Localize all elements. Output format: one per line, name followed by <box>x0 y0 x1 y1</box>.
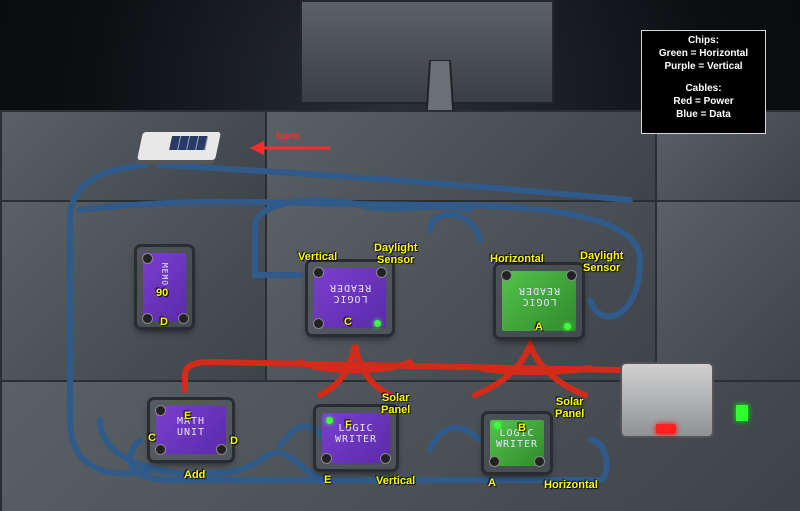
label-solar-panel-2: Solar Panel <box>555 396 585 420</box>
legend-chips-heading: Chips: <box>687 35 720 46</box>
label-math-e: E <box>184 410 192 422</box>
data-cable <box>252 227 303 278</box>
chip-pin <box>313 318 324 329</box>
status-led <box>564 323 571 330</box>
data-cable <box>251 197 473 233</box>
north-label: North <box>276 131 300 141</box>
legend-chips-purple: Purple = Vertical <box>664 61 743 72</box>
chip-pin <box>501 270 512 281</box>
wall-cell <box>0 200 269 384</box>
power-cable <box>297 359 413 374</box>
north-arrow-icon <box>250 141 330 155</box>
legend-cables-red: Red = Power <box>673 96 734 107</box>
power-cable <box>472 336 588 398</box>
data-cable <box>67 162 153 477</box>
label-writer-e: E <box>324 474 332 486</box>
legend-cables-heading: Cables: <box>685 83 722 94</box>
memory-letter-label: D <box>160 316 168 328</box>
power-cable <box>317 344 393 398</box>
chip-pin <box>155 405 166 416</box>
memory-chip[interactable]: MEMO <box>137 247 192 327</box>
reader-c-label: C <box>344 316 352 328</box>
label-math-d: D <box>230 435 238 447</box>
status-led <box>326 417 333 424</box>
label-writer-b: B <box>518 422 526 434</box>
solar-tracker-base <box>300 0 554 104</box>
chip-face <box>143 253 186 321</box>
reader-a-label: A <box>535 321 543 333</box>
chip-pin <box>313 267 324 278</box>
solar-cells <box>169 136 209 150</box>
chip-face <box>156 406 226 454</box>
legend-box: Chips: Green = Horizontal Purple = Verti… <box>641 30 766 134</box>
math-unit-chip[interactable]: MATH UNIT <box>150 400 232 460</box>
status-led <box>374 320 381 327</box>
red-indicator-light <box>656 424 676 434</box>
chip-label: LOGIC READER <box>328 282 372 304</box>
label-math-c: C <box>148 432 156 444</box>
legend-cables-blue: Blue = Data <box>676 109 731 120</box>
chip-pin <box>216 444 227 455</box>
chip-pin <box>142 253 153 264</box>
chip-pin <box>178 313 189 324</box>
vertical-logic-reader-chip[interactable]: LOGIC READER <box>308 262 392 334</box>
wall-vent-device[interactable] <box>620 362 714 438</box>
legend-chips-green: Green = Horizontal <box>658 48 749 59</box>
chip-label: LOGIC WRITER <box>334 423 378 445</box>
label-daylight-sensor-2: Daylight Sensor <box>580 250 624 274</box>
vertical-logic-writer-chip[interactable]: LOGIC WRITER <box>316 407 396 469</box>
chip-face <box>502 271 576 331</box>
horizontal-logic-writer-chip[interactable]: LOGIC WRITER <box>484 414 550 472</box>
label-horizontal-bottom: Horizontal <box>544 479 598 491</box>
chip-label: LOGIC WRITER <box>495 428 539 450</box>
solar-panel-model <box>137 132 221 160</box>
power-cable <box>477 365 593 375</box>
label-vertical-top: Vertical <box>298 251 338 263</box>
chip-pin <box>534 456 545 467</box>
memory-value-label: 90 <box>156 287 169 299</box>
chip-face <box>314 268 386 328</box>
status-led <box>494 422 501 429</box>
chip-label: MATH UNIT <box>176 416 206 438</box>
chip-pin <box>566 270 577 281</box>
chip-pin <box>380 453 391 464</box>
chip-pin <box>489 456 500 467</box>
wall-cell <box>0 110 269 204</box>
data-cable <box>427 211 483 243</box>
chip-label: LOGIC READER <box>517 285 561 307</box>
wall-cell <box>655 200 800 384</box>
label-writer-f: F <box>345 419 352 431</box>
chip-pin <box>142 313 153 324</box>
label-math-add: Add <box>184 469 206 481</box>
label-writer-a: A <box>488 477 496 489</box>
chip-pin <box>155 444 166 455</box>
label-vertical-bottom: Vertical <box>376 475 416 487</box>
horizontal-logic-reader-chip[interactable]: LOGIC READER <box>496 265 582 337</box>
label-daylight-sensor-1: Daylight Sensor <box>374 242 418 266</box>
label-solar-panel-1: Solar Panel <box>381 392 411 416</box>
data-cable <box>77 198 644 320</box>
chip-face <box>322 413 390 463</box>
data-cable <box>157 162 633 203</box>
green-indicator-light <box>736 405 748 421</box>
chip-pin <box>321 453 332 464</box>
label-horizontal-top: Horizontal <box>490 253 544 265</box>
data-cable <box>127 437 610 483</box>
chip-pin <box>376 267 387 278</box>
power-cable <box>182 358 623 393</box>
data-cable <box>97 417 333 483</box>
data-cable <box>427 424 483 453</box>
